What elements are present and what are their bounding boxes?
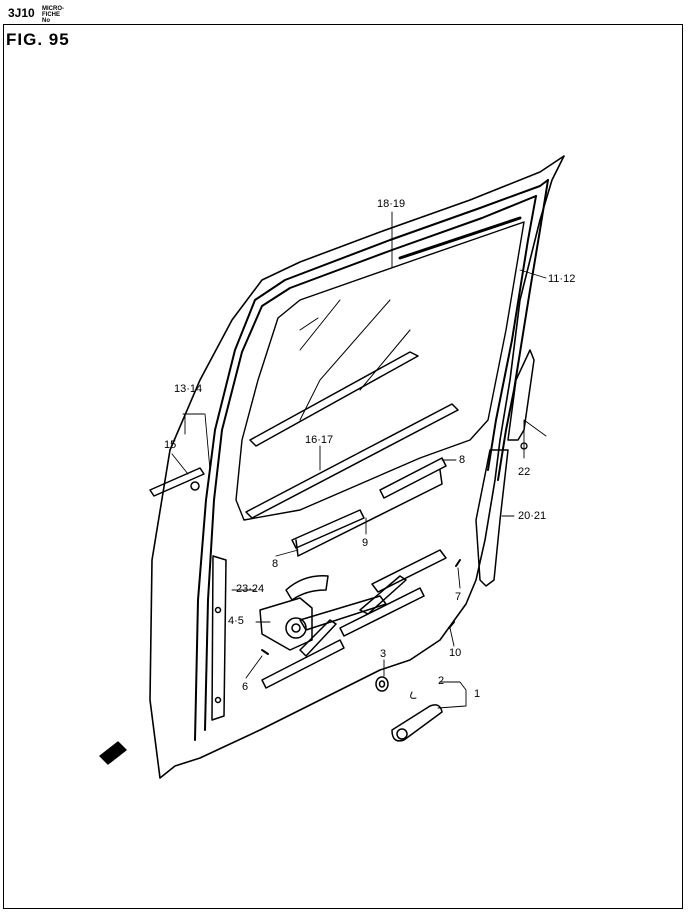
catalog-code: 3J10 [8, 6, 35, 20]
callout-23-24: 23·24 [236, 583, 264, 595]
leader-lines [171, 211, 547, 709]
callout-20-21: 20·21 [518, 510, 546, 522]
belt-moulding-inner [245, 351, 459, 557]
outer-weatherstrip [149, 467, 205, 497]
callout-4-5: 4·5 [228, 615, 244, 627]
door-panel [149, 155, 565, 779]
callout-22: 22 [518, 466, 530, 478]
front-sash-channel [211, 555, 227, 721]
callout-11-12: 11·12 [548, 273, 575, 285]
window-crank-handle [375, 676, 443, 742]
front-direction-arrow [99, 741, 127, 765]
callout-16-17: 16·17 [305, 434, 333, 446]
callout-9: 9 [362, 537, 368, 549]
callout-6: 6 [242, 681, 248, 693]
callout-13-14: 13·14 [174, 383, 202, 395]
window-regulator [259, 549, 447, 689]
callout-3: 3 [380, 648, 386, 660]
callout-7: 7 [455, 591, 461, 603]
callout-8-upper: 8 [459, 454, 465, 466]
figure-frame [3, 24, 683, 909]
callout-2: 2 [438, 675, 444, 687]
callout-15: 15 [164, 439, 176, 451]
callout-1: 1 [474, 688, 480, 700]
callout-8-lower: 8 [272, 558, 278, 570]
figure-title: FIG. 95 [6, 30, 70, 49]
microfiche-label: MICRO- FICHE No [42, 6, 64, 24]
window-frame-channel [194, 179, 549, 741]
glass-run-weatherstrip [398, 216, 522, 260]
callout-18-19: 18·19 [377, 198, 405, 210]
callout-10: 10 [449, 647, 461, 659]
callout-labels: 18·19 11·12 13·14 15 16·17 8 22 20·21 9 … [164, 198, 575, 700]
door-glass [235, 221, 525, 521]
